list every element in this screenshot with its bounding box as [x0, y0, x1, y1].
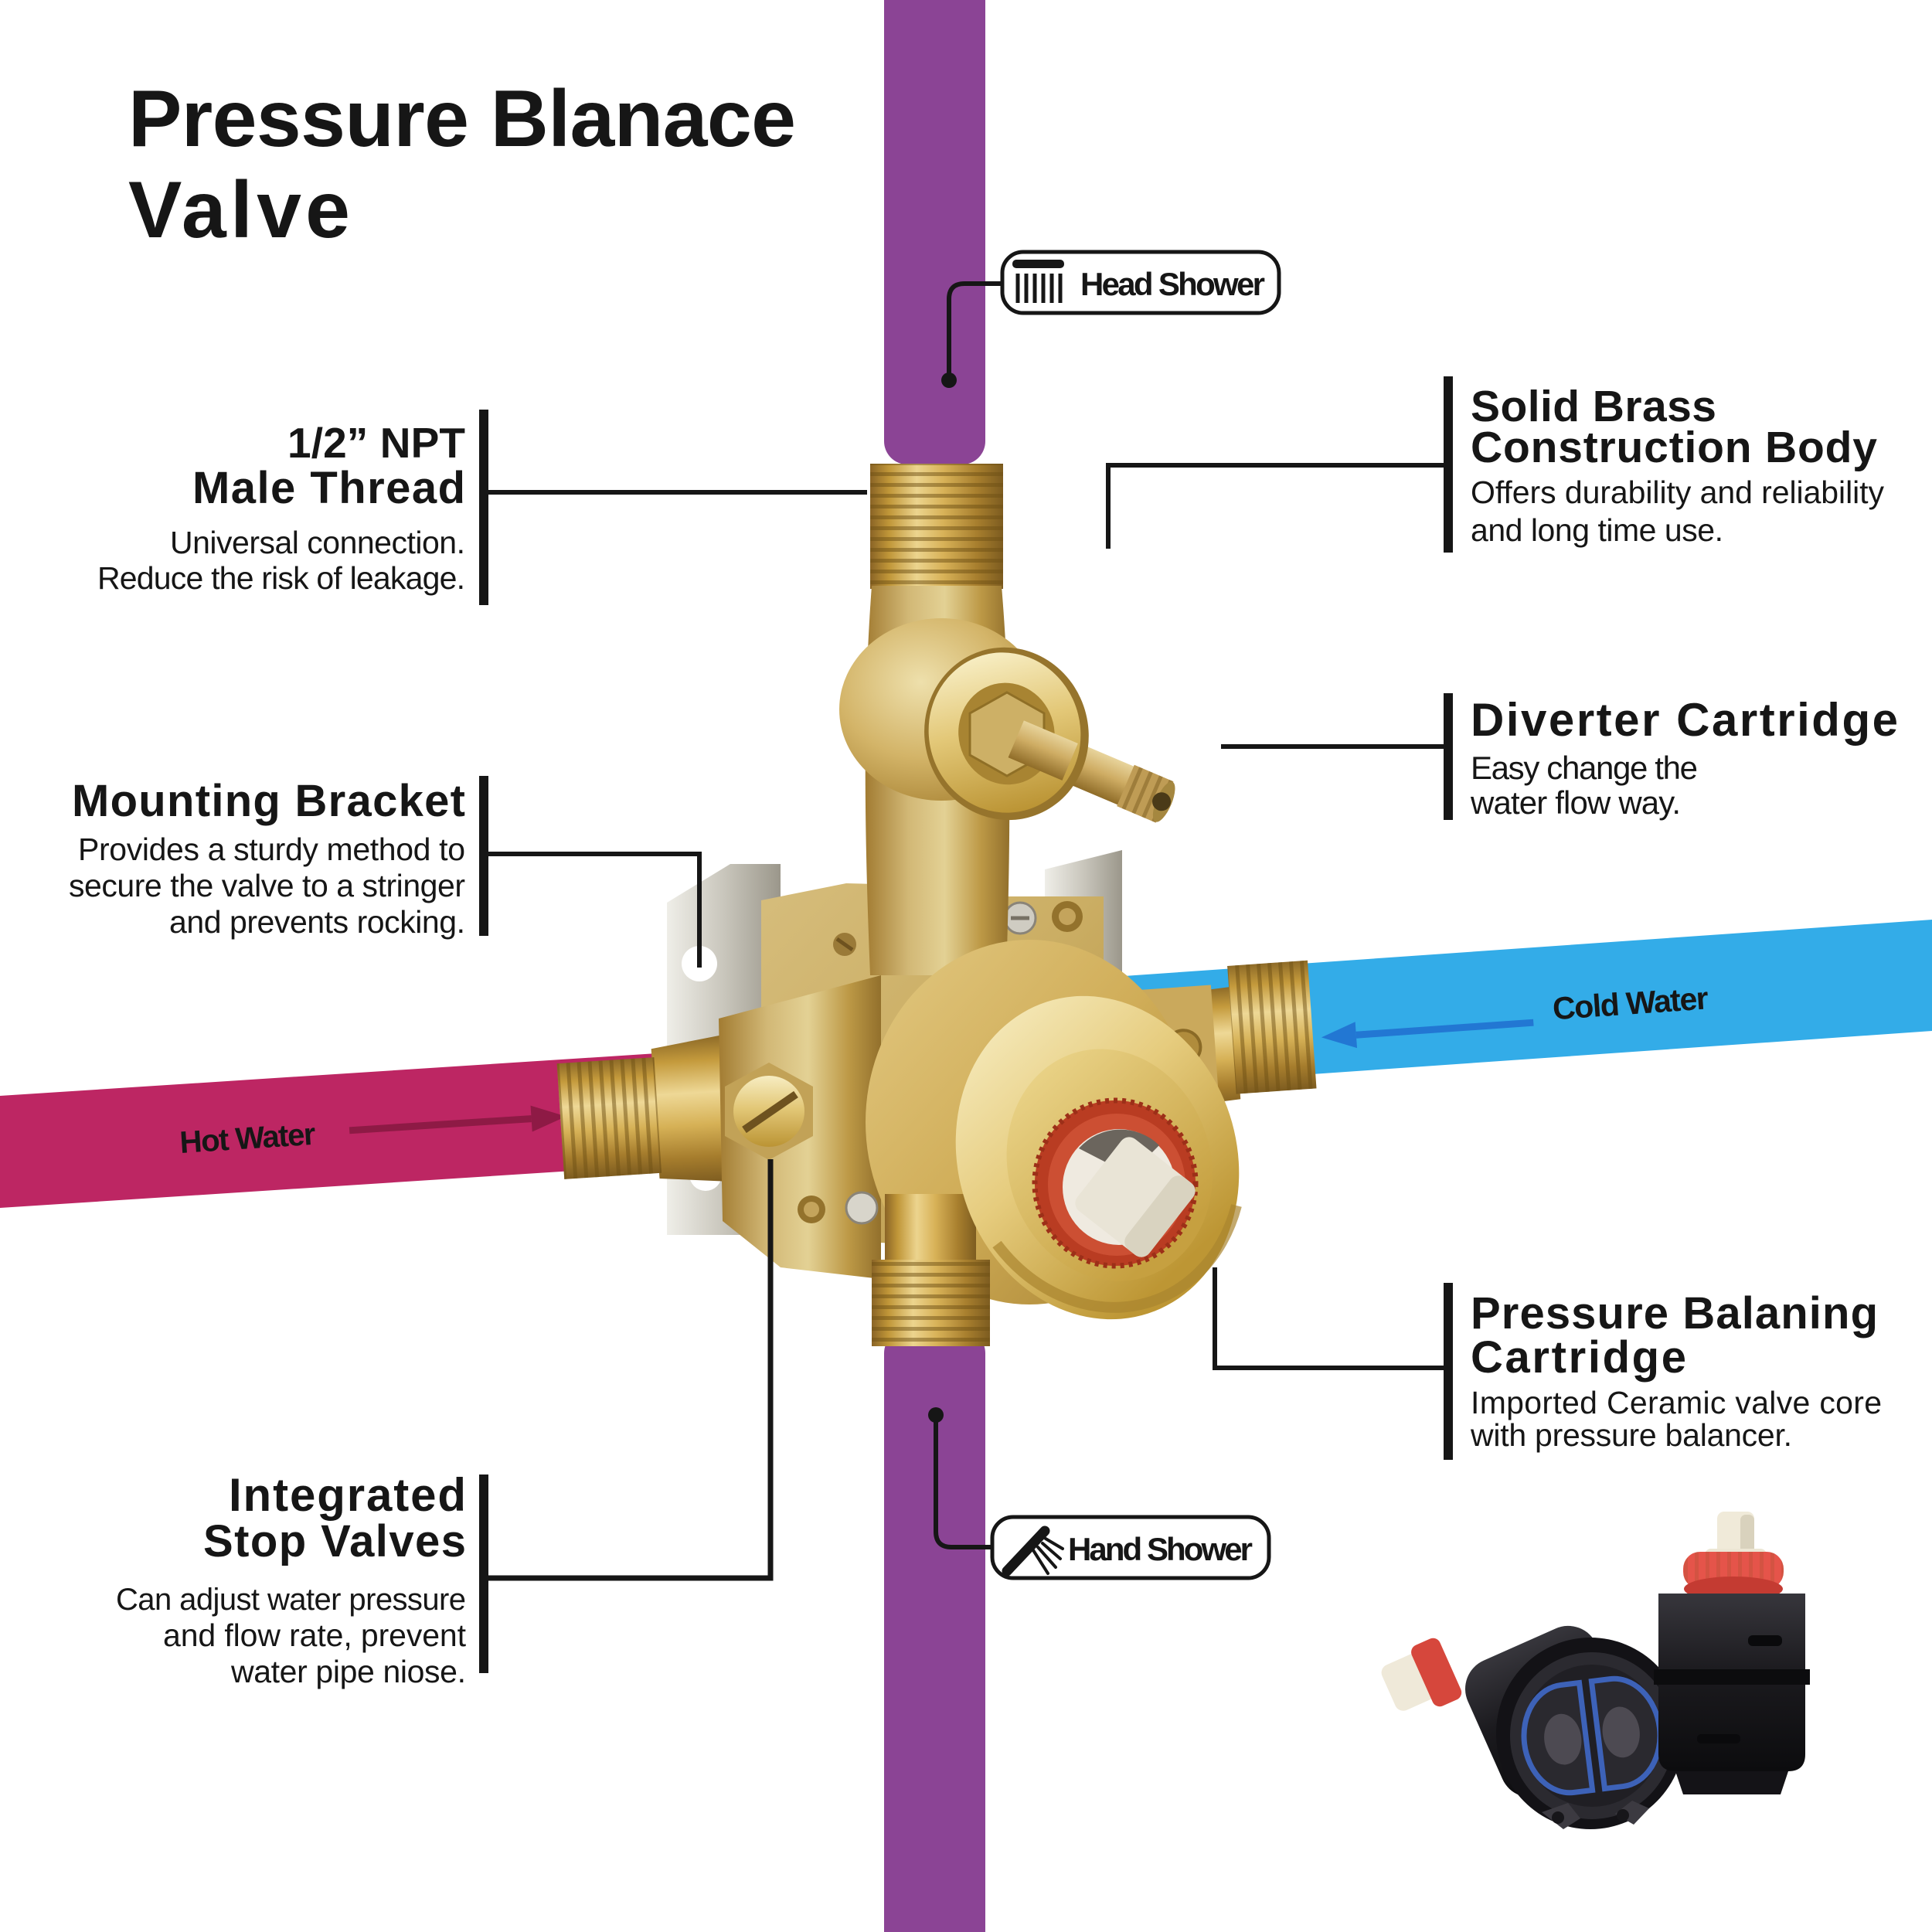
svg-text:Reduce the risk of leakage.: Reduce the risk of leakage.: [97, 560, 465, 596]
svg-text:Male Thread: Male Thread: [192, 463, 465, 513]
svg-text:Solid Brass: Solid Brass: [1471, 382, 1716, 431]
svg-text:Valve: Valve: [128, 165, 350, 255]
svg-text:and flow rate, prevent: and flow rate, prevent: [163, 1617, 467, 1653]
svg-text:secure the valve to a stringer: secure the valve to a stringer: [69, 868, 465, 903]
svg-text:water flow way.: water flow way.: [1470, 784, 1681, 821]
svg-text:Integrated: Integrated: [229, 1469, 466, 1521]
svg-text:Can adjust water pressure: Can adjust water pressure: [116, 1583, 466, 1617]
svg-text:Provides a sturdy method to: Provides a sturdy method to: [78, 832, 465, 867]
svg-text:Offers durability and reliabil: Offers durability and reliability: [1471, 474, 1885, 510]
svg-text:Pressure Balaning: Pressure Balaning: [1471, 1288, 1878, 1338]
svg-text:Head Shower: Head Shower: [1080, 266, 1265, 302]
svg-text:water pipe niose.: water pipe niose.: [230, 1654, 466, 1689]
svg-text:with pressure balancer.: with pressure balancer.: [1470, 1417, 1792, 1453]
svg-text:Imported Ceramic valve core: Imported Ceramic valve core: [1471, 1385, 1882, 1420]
svg-text:Cartridge: Cartridge: [1471, 1332, 1686, 1383]
svg-text:Pressure Blanace: Pressure Blanace: [128, 74, 796, 164]
svg-text:Easy change the: Easy change the: [1471, 750, 1698, 786]
svg-text:Diverter Cartridge: Diverter Cartridge: [1471, 694, 1898, 746]
svg-text:Stop Valves: Stop Valves: [203, 1516, 466, 1566]
svg-text:Construction Body: Construction Body: [1471, 423, 1877, 472]
svg-text:and prevents rocking.: and prevents rocking.: [169, 904, 465, 940]
svg-text:1/2” NPT: 1/2” NPT: [287, 419, 465, 467]
svg-text:Hand Shower: Hand Shower: [1068, 1531, 1253, 1567]
svg-text:and long time use.: and long time use.: [1471, 512, 1723, 548]
svg-text:Universal connection.: Universal connection.: [170, 525, 465, 560]
svg-text:Mounting Bracket: Mounting Bracket: [72, 776, 465, 826]
